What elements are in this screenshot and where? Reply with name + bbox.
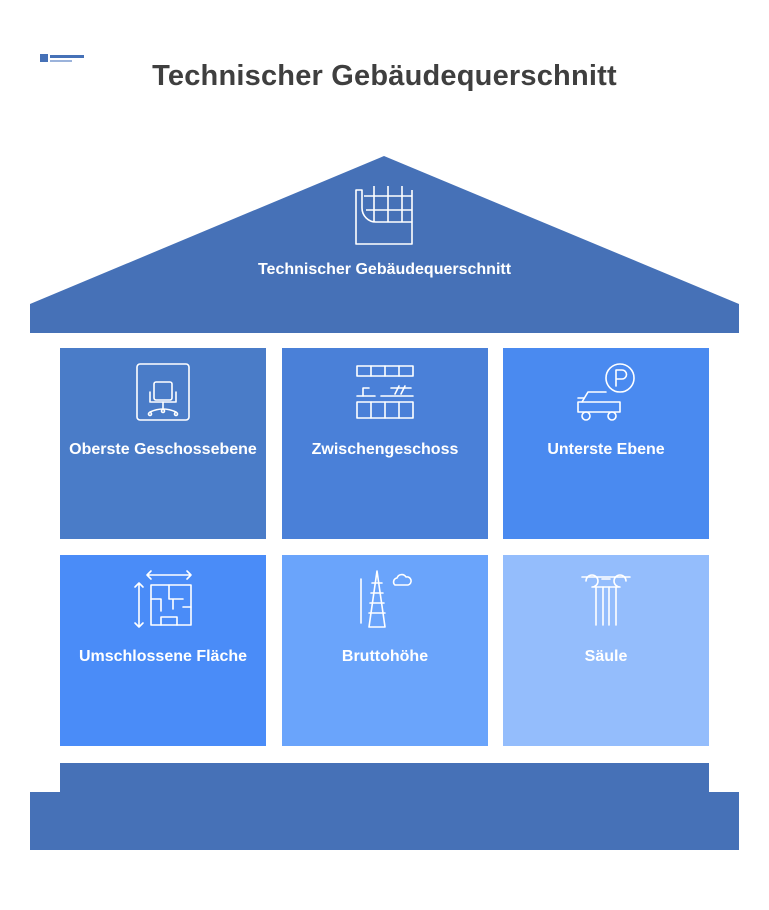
tower-height-icon [360, 570, 412, 628]
tile-label: Umschlossene Fläche [78, 648, 248, 665]
page-title: Technischer Gebäudequerschnitt [152, 60, 617, 92]
car-parking-icon [577, 363, 635, 421]
blueprint-grid-icon [355, 186, 413, 245]
column-pillar-icon [581, 574, 631, 626]
base-step-upper [60, 763, 709, 793]
base-step-lower [30, 792, 739, 850]
tile-bruttohoehe: Bruttohöhe [282, 555, 488, 746]
tile-oberste-geschossebene: Oberste Geschossebene [60, 348, 266, 539]
brand-logo [40, 54, 84, 62]
tile-label: Säule [584, 648, 628, 665]
mezzanine-shelves-icon [356, 365, 414, 419]
tile-label: Bruttohöhe [341, 648, 429, 665]
tile-saeule: Säule [503, 555, 709, 746]
office-chair-icon [136, 363, 190, 421]
tile-umschlossene-flaeche: Umschlossene Fläche [60, 555, 266, 746]
tile-label: Zwischengeschoss [311, 441, 459, 458]
tile-label: Unterste Ebene [547, 441, 665, 458]
floor-plan-area-icon [134, 570, 192, 628]
tile-unterste-ebene: Unterste Ebene [503, 348, 709, 539]
tile-zwischengeschoss: Zwischengeschoss [282, 348, 488, 539]
tile-label: Oberste Geschossebene [69, 441, 257, 458]
roof-label: Technischer Gebäudequerschnitt [257, 261, 512, 278]
